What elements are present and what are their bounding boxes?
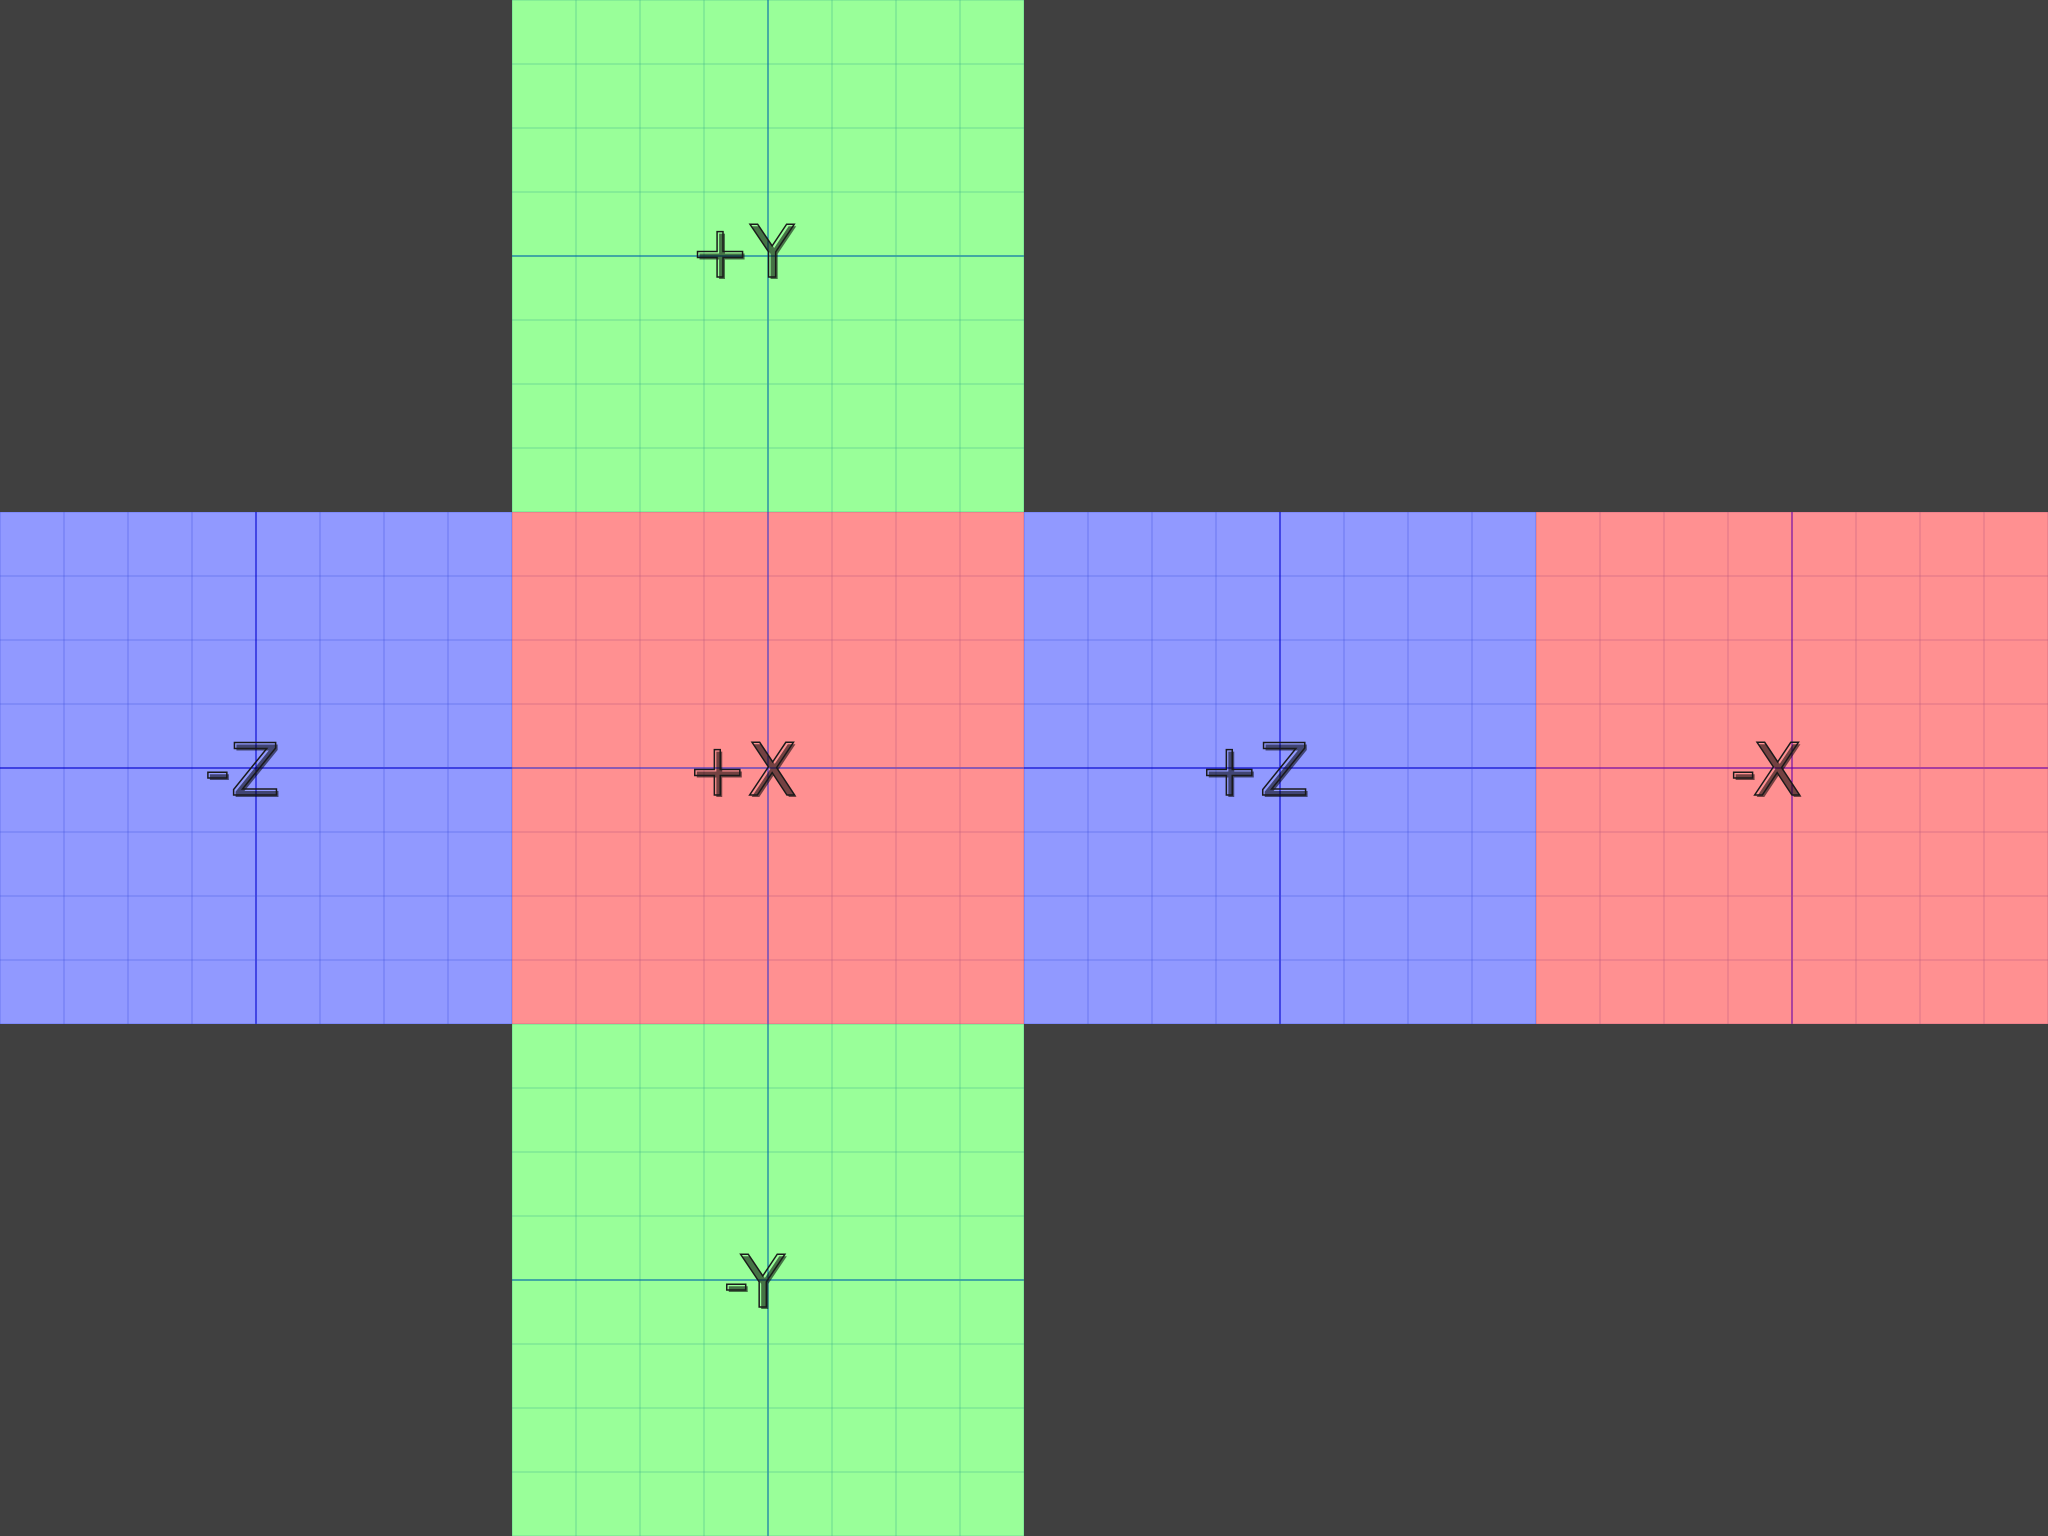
face-grid [0, 512, 512, 1024]
face-grid [512, 1024, 1024, 1536]
face-positive-z: +Z [1024, 512, 1536, 1024]
face-negative-x: -X [1536, 512, 2048, 1024]
face-label-negative-y: -Y [723, 1240, 786, 1324]
face-grid [1536, 512, 2048, 1024]
face-negative-y: -Y [512, 1024, 1024, 1536]
face-label-positive-z: +Z [1198, 728, 1309, 812]
face-grid [512, 0, 1024, 512]
face-label-negative-x: -X [1729, 728, 1802, 812]
face-label-positive-y: +Y [689, 210, 795, 294]
face-negative-z: -Z [0, 512, 512, 1024]
face-grid [512, 512, 1024, 1024]
face-label-negative-z: -Z [204, 728, 281, 812]
face-grid [1024, 512, 1536, 1024]
face-positive-y: +Y [512, 0, 1024, 512]
face-positive-x: +X [512, 512, 1024, 1024]
face-label-positive-x: +X [686, 728, 797, 812]
